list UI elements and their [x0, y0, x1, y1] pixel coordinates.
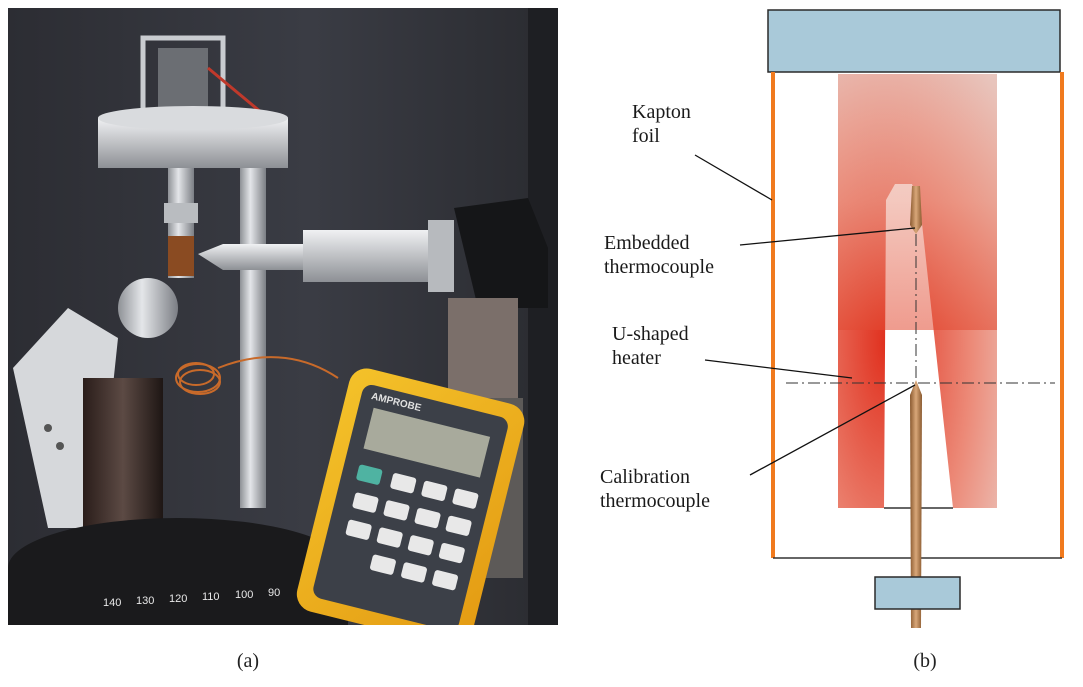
- heater-leader: [704, 359, 853, 379]
- calibration-leader: [749, 384, 916, 476]
- top-block: [158, 48, 208, 108]
- label-embedded-thermocouple: Embedded thermocouple: [604, 232, 714, 278]
- wall-edge: [528, 8, 558, 625]
- caption-b: (b): [913, 650, 937, 672]
- meter-keypad: [345, 473, 479, 591]
- apparatus-photo-drawing: 140 130 120 110 100 90 AMPROBE: [8, 8, 558, 625]
- top-mount-block: [767, 9, 1061, 73]
- heater-schematic: [590, 0, 1070, 640]
- goniometer-head: [118, 278, 178, 338]
- collimator-flange: [428, 220, 454, 292]
- dark-cylinder: [83, 378, 163, 528]
- flange-top: [98, 106, 288, 130]
- digital-thermometer: AMPROBE: [296, 368, 525, 625]
- bracket-screw: [44, 424, 52, 432]
- column-collar: [164, 203, 198, 223]
- sample-heater-zone: [168, 236, 194, 276]
- rotation-stage-side: [8, 568, 348, 625]
- bottom-mount-block: [874, 576, 961, 610]
- dial-tick-label: 110: [202, 591, 220, 603]
- collimator-nose: [198, 244, 303, 270]
- meter-power-key: [356, 464, 383, 485]
- meter-lcd: [363, 407, 491, 478]
- detector-housing: [454, 198, 548, 308]
- support-rod: [240, 128, 266, 508]
- caption-a: (a): [236, 650, 260, 672]
- embedded-leader: [739, 227, 916, 246]
- bracket-screw: [56, 442, 64, 450]
- heater-schematic-drawing: [694, 9, 1064, 628]
- dial-tick-label: 120: [169, 593, 187, 605]
- right-stand: [448, 298, 518, 398]
- dial-tick-label: 100: [235, 589, 253, 601]
- flange: [98, 118, 288, 168]
- dial-tick-label: 90: [268, 587, 280, 599]
- dial-tick-label: 130: [136, 595, 154, 607]
- dial-scale: 140 130 120 110 100 90: [103, 587, 280, 609]
- embedded-thermocouple: [910, 186, 922, 234]
- apparatus-photo: 140 130 120 110 100 90 AMPROBE: [8, 8, 558, 625]
- collimator-tube: [303, 230, 428, 282]
- label-kapton-foil: Kapton foil: [632, 101, 691, 147]
- label-calibration-thermocouple: Calibration thermocouple: [600, 466, 710, 512]
- kapton-leader: [694, 154, 773, 201]
- calibration-thermocouple: [910, 380, 922, 628]
- label-u-shaped-heater: U-shaped heater: [612, 323, 689, 369]
- dial-tick-label: 140: [103, 597, 121, 609]
- wire-coil: [175, 356, 339, 395]
